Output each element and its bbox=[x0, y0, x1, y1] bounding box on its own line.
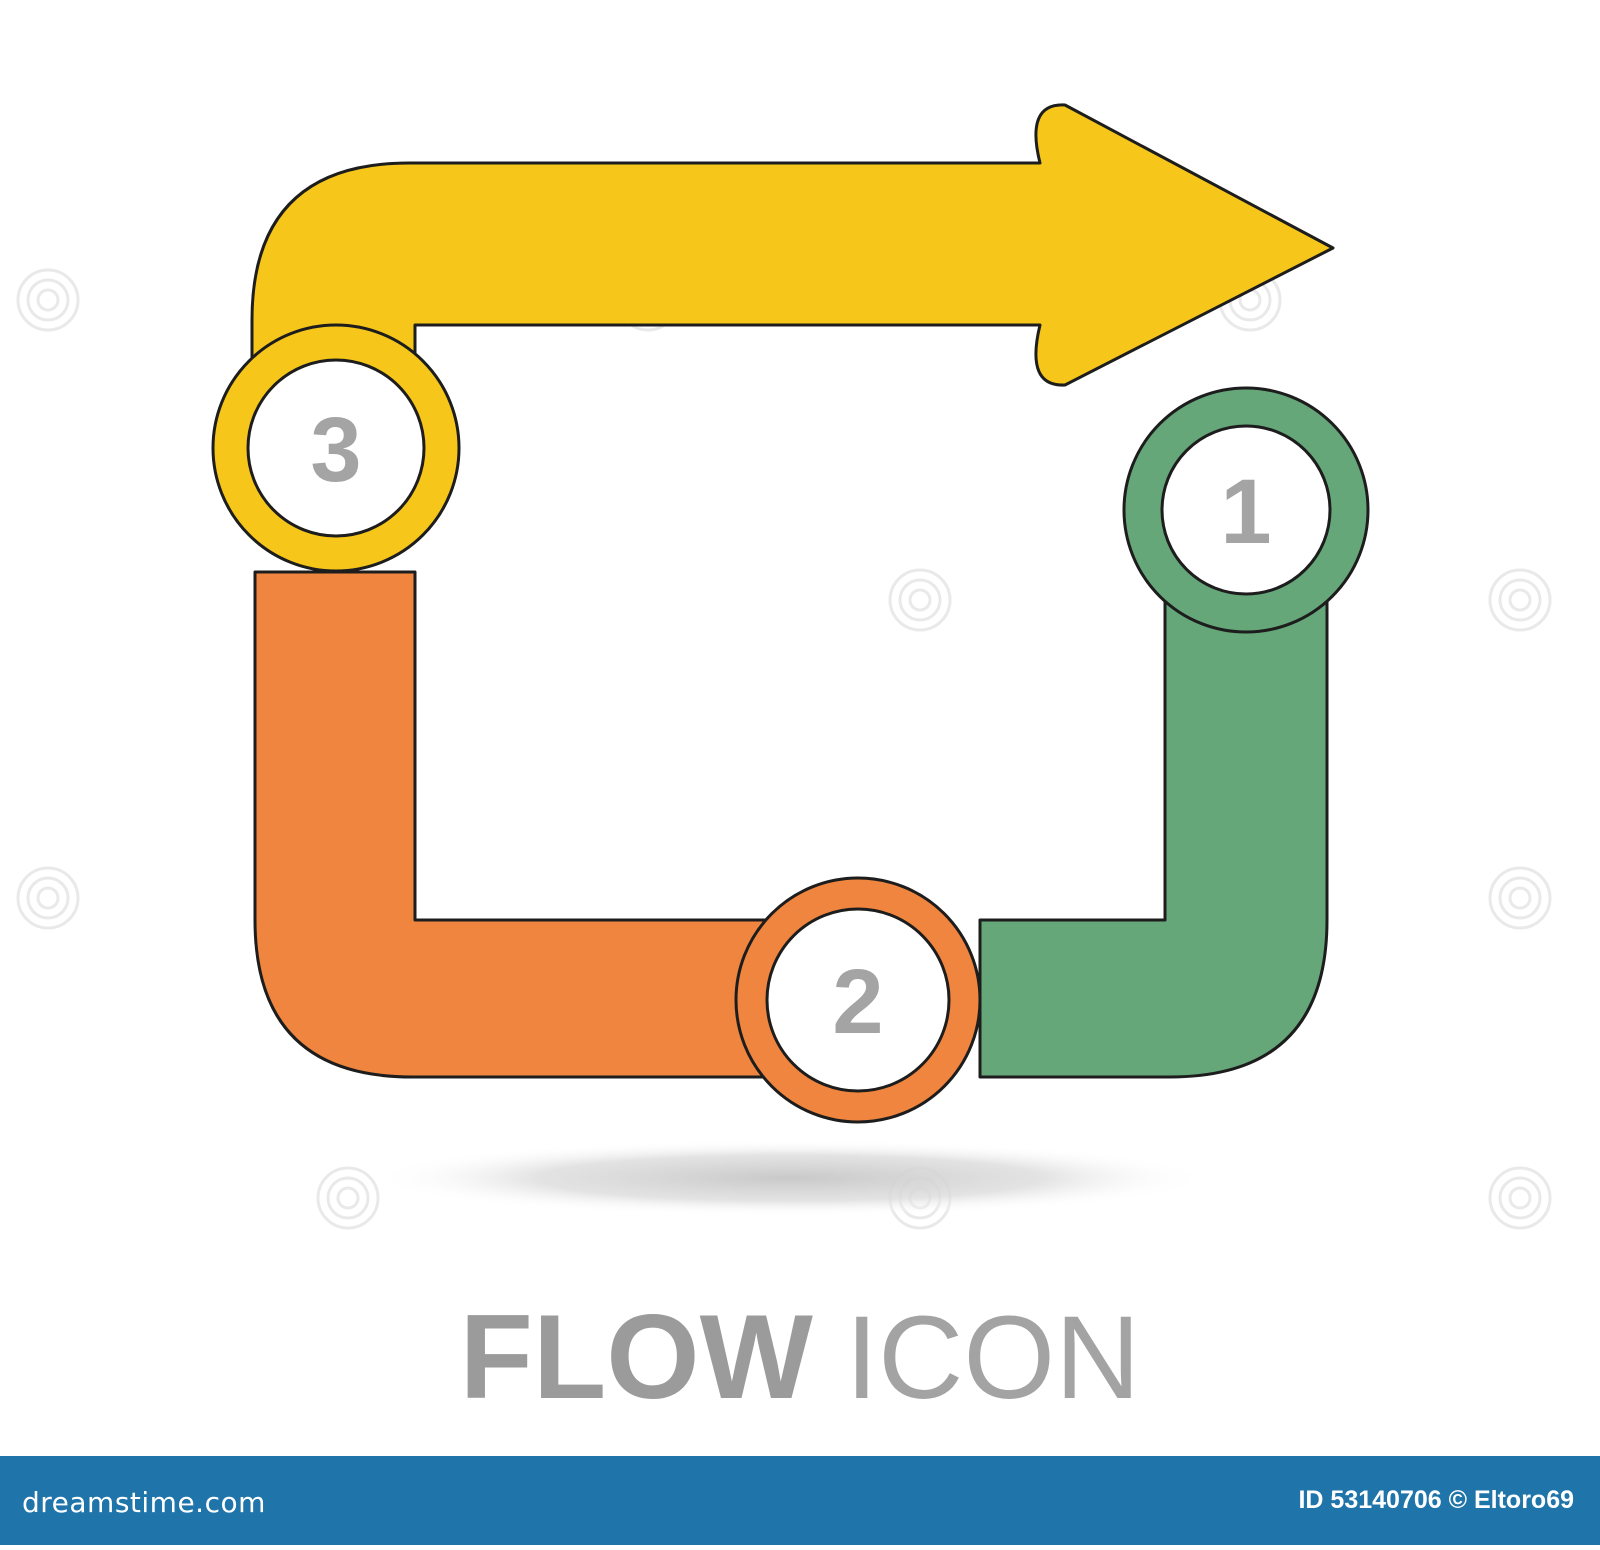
drop-shadow bbox=[370, 1140, 1210, 1216]
title: FLOW ICON bbox=[460, 1290, 1141, 1424]
watermark-swirl-icon bbox=[1488, 568, 1552, 632]
step-3-number: 3 bbox=[310, 399, 361, 501]
step-3-badge bbox=[246, 358, 426, 538]
footer-image-credit: ID 53140706 © Eltoro69 bbox=[1298, 1486, 1574, 1514]
step-3-arrow bbox=[250, 103, 1335, 447]
step-1-number: 1 bbox=[1220, 461, 1271, 563]
step-1-badge bbox=[1160, 424, 1332, 596]
footer-bar bbox=[0, 1456, 1600, 1545]
footer-site-link[interactable]: dreamstime.com bbox=[22, 1486, 266, 1519]
title-light-word: ICON bbox=[845, 1292, 1140, 1424]
step-3-segment: 3 bbox=[211, 103, 1335, 573]
step-1-pipe bbox=[978, 588, 1329, 1079]
watermark-swirl-icon bbox=[16, 268, 80, 332]
step-2-segment: 2 bbox=[253, 570, 982, 1124]
title-bold-word: FLOW bbox=[460, 1290, 814, 1424]
step-2-number: 2 bbox=[832, 951, 883, 1053]
watermark-swirl-icon bbox=[16, 866, 80, 930]
watermark-swirl-icon bbox=[888, 568, 952, 632]
watermark-swirl-icon bbox=[1488, 866, 1552, 930]
step-1-segment: 1 bbox=[978, 386, 1370, 1079]
step-2-badge bbox=[765, 907, 951, 1093]
watermark-swirl-icon bbox=[1488, 1166, 1552, 1230]
watermark-swirl-icon bbox=[316, 1166, 380, 1230]
